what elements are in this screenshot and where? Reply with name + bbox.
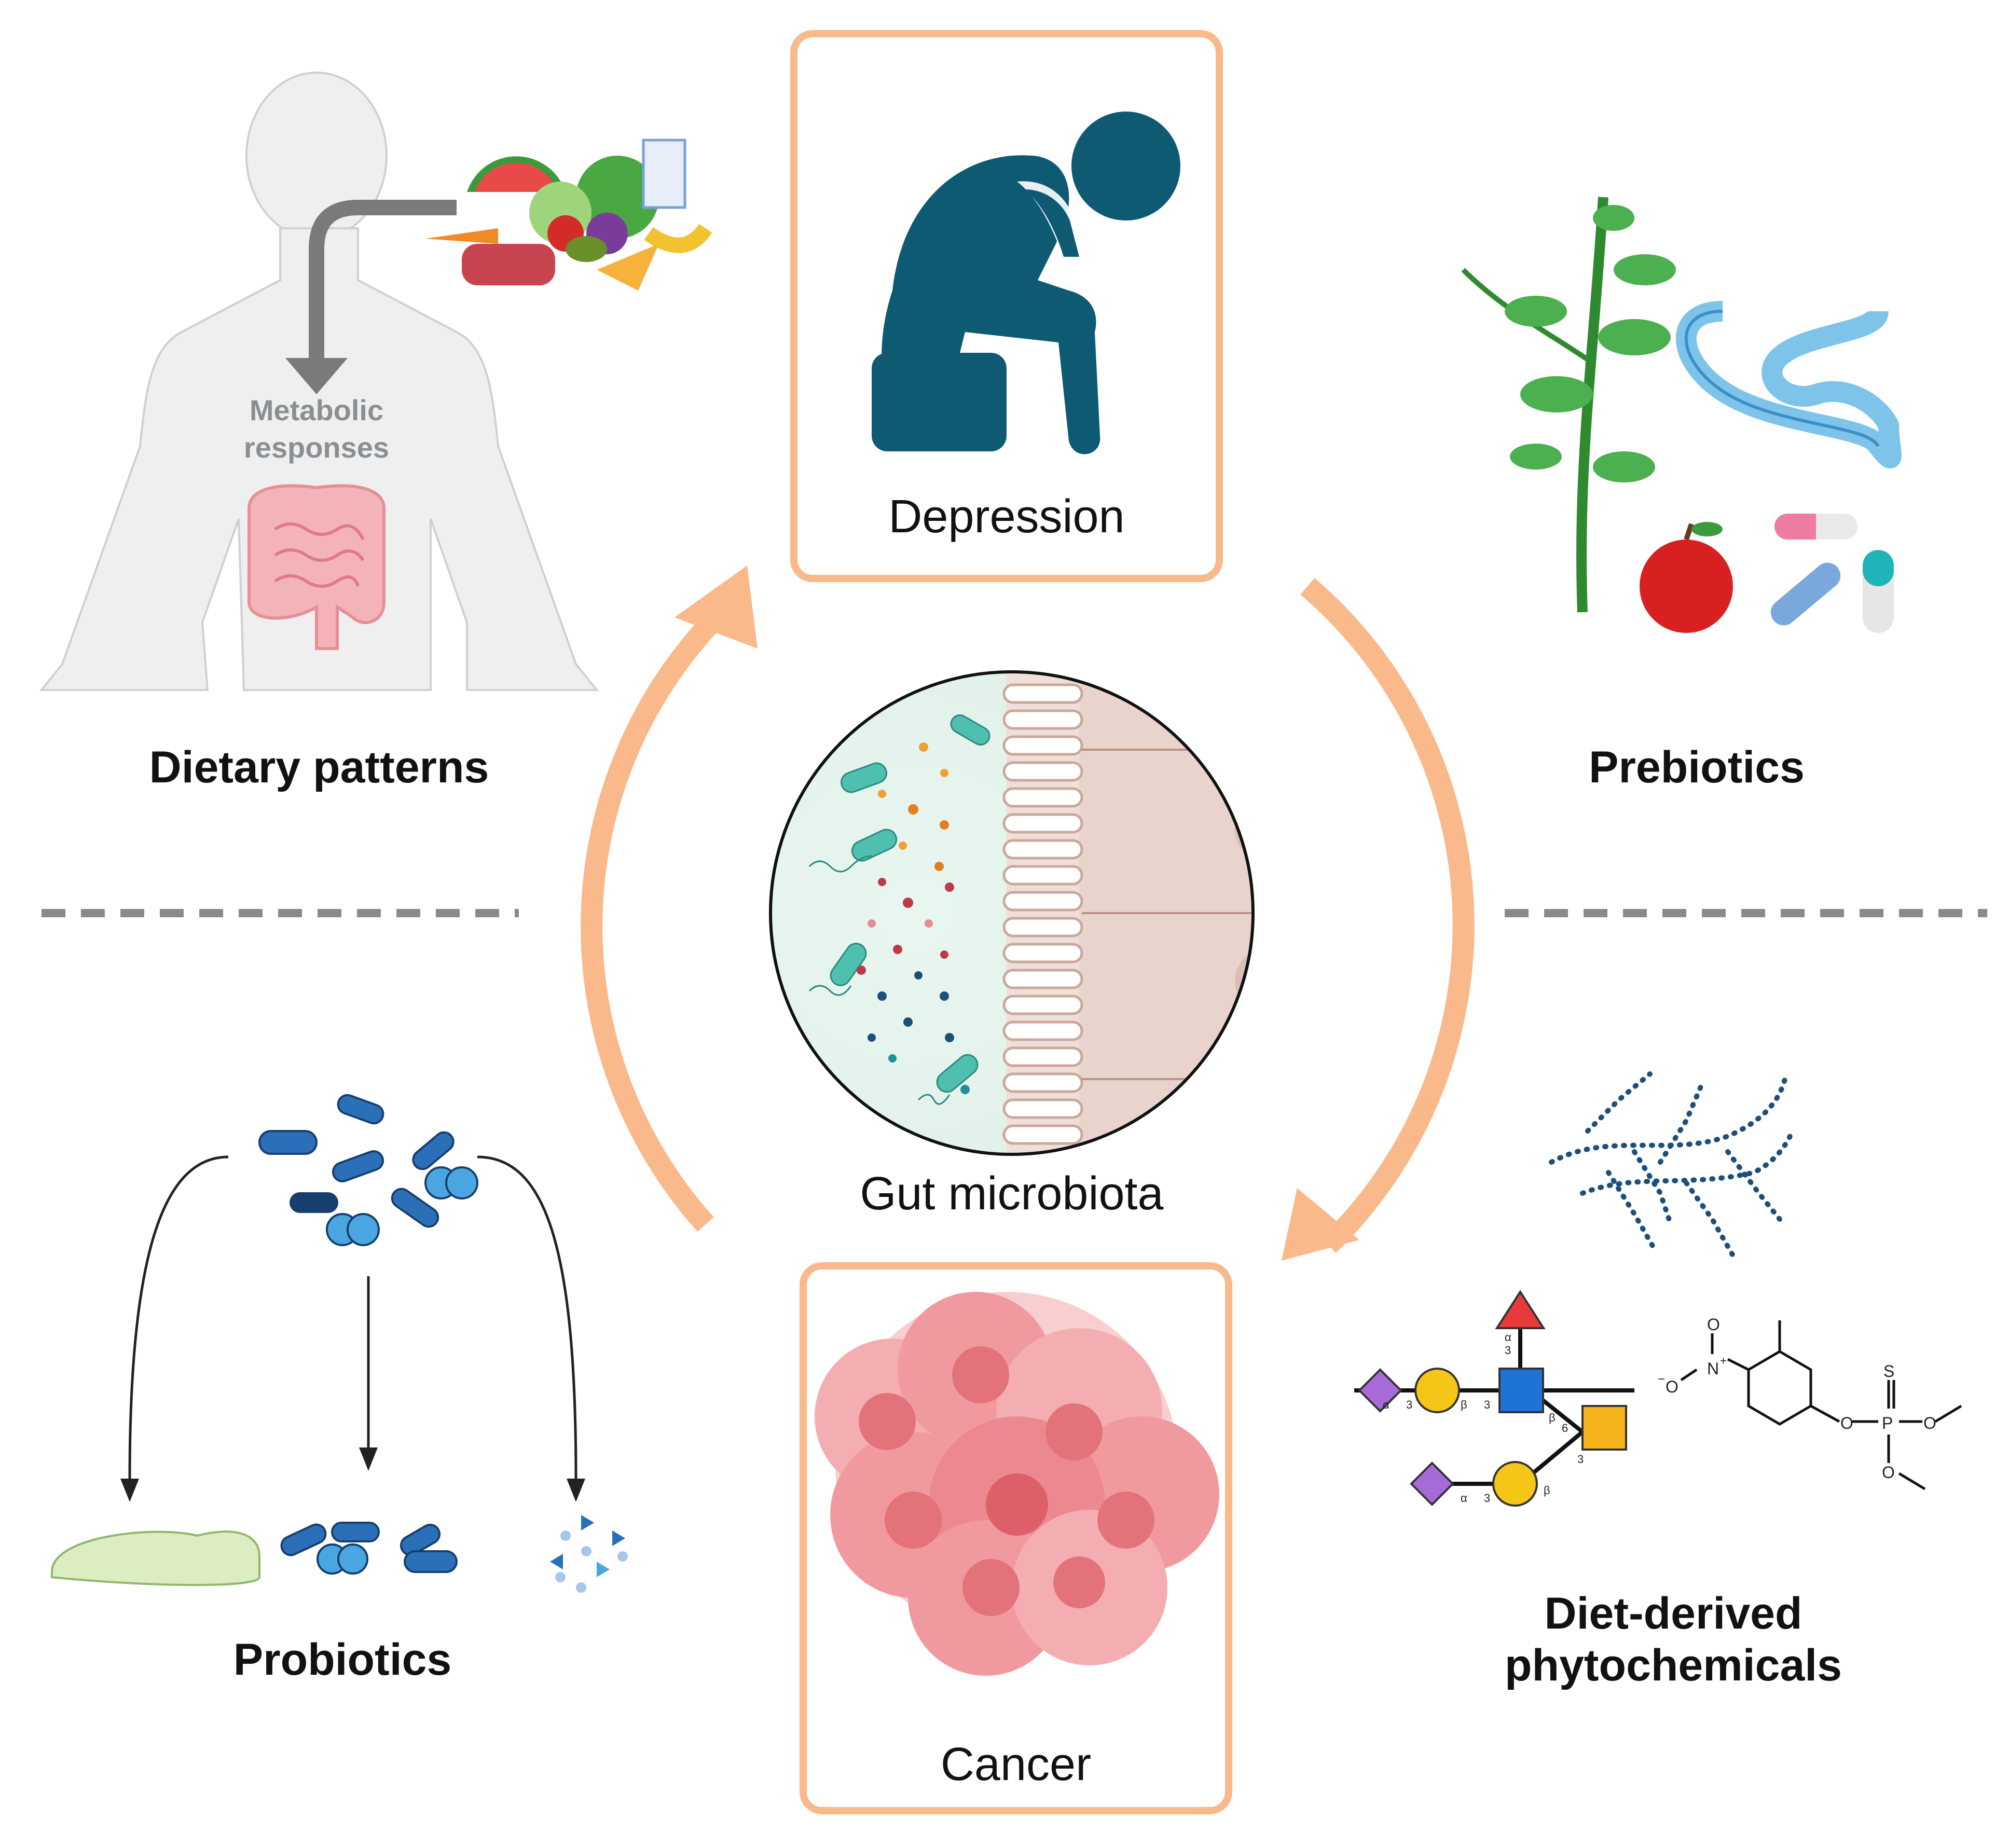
glycan-alpha-2: α bbox=[1505, 1331, 1511, 1344]
glycan-three-4: 3 bbox=[1577, 1453, 1584, 1466]
intake-arrowhead bbox=[285, 358, 348, 394]
cycle-arrows bbox=[581, 578, 1475, 1253]
sad-person-icon bbox=[872, 112, 1180, 454]
arrowhead-up bbox=[675, 566, 758, 649]
metabolic-responses-label: Metabolic responses bbox=[213, 392, 420, 466]
phytochemicals-title: Diet-derived phytochemicals bbox=[1453, 1588, 1894, 1691]
gut-lumen-icon bbox=[769, 670, 1255, 1156]
nematode-icon bbox=[1676, 301, 1902, 468]
probiotic-arrowhead-right bbox=[567, 1479, 585, 1502]
probiotics-title: Probiotics bbox=[233, 1635, 452, 1685]
glycan-three-3: 3 bbox=[1505, 1344, 1511, 1357]
plant-icon bbox=[1461, 197, 1676, 613]
epithelium-shape-icon bbox=[51, 1530, 260, 1586]
polysaccharide-icon bbox=[1549, 1071, 1793, 1258]
bacteria-icon bbox=[258, 1094, 478, 1246]
atom-o-top: O bbox=[1707, 1315, 1720, 1334]
atom-n-charge: + bbox=[1720, 1354, 1727, 1367]
atom-o-right: O bbox=[1923, 1414, 1936, 1432]
capsule-icon bbox=[1770, 514, 1894, 633]
arrow-left-arc bbox=[581, 610, 724, 1232]
glycan-icon bbox=[1354, 1290, 1634, 1507]
atom-o-left: O bbox=[1666, 1377, 1678, 1396]
probiotic-arrowhead-middle bbox=[359, 1447, 378, 1471]
glycan-three-5: 3 bbox=[1484, 1492, 1491, 1505]
cancer-cells-icon bbox=[815, 1292, 1219, 1676]
depression-label: Depression bbox=[888, 491, 1125, 543]
glycan-three-2: 3 bbox=[1484, 1398, 1491, 1411]
responses-line: responses bbox=[243, 431, 390, 464]
prebiotics-title: Prebiotics bbox=[1589, 742, 1805, 792]
atom-s: S bbox=[1883, 1362, 1895, 1381]
probiotic-arrows bbox=[128, 1155, 577, 1479]
glycan-alpha-1: α bbox=[1383, 1398, 1389, 1411]
atom-p: P bbox=[1882, 1414, 1893, 1432]
probiotic-arrowhead-left bbox=[120, 1479, 139, 1502]
atom-n: N bbox=[1707, 1359, 1719, 1378]
apple-icon bbox=[1640, 522, 1733, 633]
human-silhouette-icon bbox=[39, 72, 599, 691]
atom-o-ring: O bbox=[1840, 1414, 1853, 1432]
cancer-label: Cancer bbox=[940, 1739, 1092, 1790]
glycan-beta-3: β bbox=[1544, 1484, 1550, 1497]
metabolite-particles-icon bbox=[550, 1515, 628, 1593]
intake-arrow bbox=[309, 200, 457, 358]
glycan-alpha-3: α bbox=[1461, 1492, 1467, 1505]
dietary-patterns-title: Dietary patterns bbox=[149, 742, 489, 792]
arrowhead-down bbox=[1282, 1188, 1359, 1261]
metabolic-line: Metabolic bbox=[249, 394, 384, 426]
intestine-icon bbox=[247, 484, 386, 650]
glycan-six: 6 bbox=[1562, 1422, 1568, 1435]
gut-microbiota-label: Gut microbiota bbox=[860, 1168, 1164, 1220]
bacteria-cluster-icon bbox=[280, 1522, 458, 1575]
atom-o-bottom: O bbox=[1882, 1463, 1895, 1482]
glycan-beta-1: β bbox=[1461, 1398, 1467, 1411]
phytochemicals-line2: phytochemicals bbox=[1505, 1640, 1842, 1690]
glycan-beta-2: β bbox=[1549, 1411, 1556, 1424]
phytochemicals-line1: Diet-derived bbox=[1544, 1589, 1802, 1638]
chemical-structure-icon bbox=[1680, 1320, 1962, 1491]
food-group-icon bbox=[425, 139, 712, 291]
arrow-right-arc bbox=[1300, 578, 1475, 1253]
atom-o-left-charge: − bbox=[1658, 1372, 1666, 1386]
glycan-three-1: 3 bbox=[1406, 1398, 1413, 1411]
